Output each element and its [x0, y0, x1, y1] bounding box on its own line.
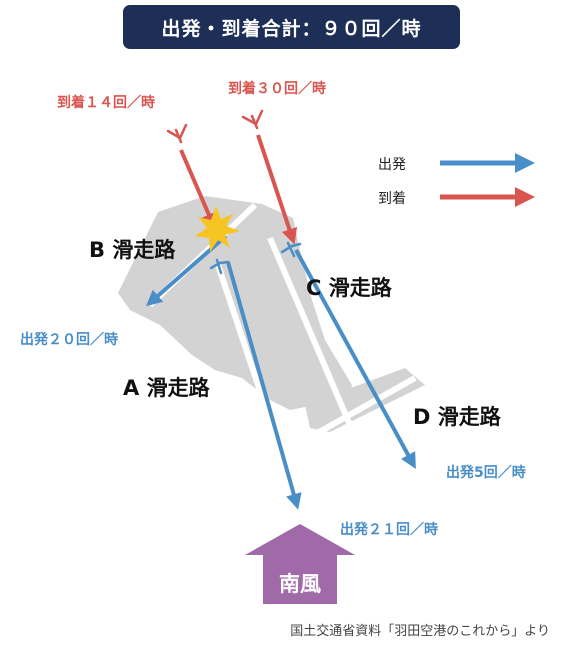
runway-d-strip — [303, 375, 417, 443]
conflict-burst — [195, 206, 240, 252]
south-wind-label: 南風 — [279, 572, 321, 596]
departure-label-a: 出発２１回／時 — [340, 522, 438, 538]
arrival-label-b: 到着１４回／時 — [57, 95, 155, 111]
runway-d-label: D 滑走路 — [413, 405, 501, 429]
runway-c-label: C 滑走路 — [306, 276, 392, 300]
source-caption: 国土交通省資料「羽田空港のこれから」より — [290, 624, 550, 639]
departure-arrow-b — [145, 234, 228, 307]
legend-arrival-label: 到着 — [378, 191, 406, 207]
arrival-plane-icon — [166, 123, 188, 144]
departure-plane-icon — [280, 241, 302, 258]
runway-a-strip — [215, 264, 281, 446]
departure-plane-icon — [209, 258, 230, 275]
airport-land — [118, 196, 352, 410]
departure-label-c: 出発5回／時 — [446, 465, 526, 481]
runway-a-label: A 滑走路 — [123, 376, 210, 400]
arrival-plane-icon — [241, 109, 264, 130]
south-wind-arrow — [245, 524, 355, 604]
runway-c-strip — [267, 236, 353, 427]
departure-arrow-a — [226, 261, 302, 510]
title-banner: 出発・到着合計：９０回／時 — [123, 5, 460, 49]
departure-label-b: 出発２０回／時 — [20, 332, 118, 348]
title-text: 出発・到着合計：９０回／時 — [161, 17, 422, 40]
runway-b-label: B 滑走路 — [89, 238, 176, 262]
arrival-arrow-b — [179, 149, 217, 230]
legend-departure-label: 出発 — [378, 157, 406, 173]
arrival-label-c: 到着３０回／時 — [228, 81, 326, 97]
arrival-arrow-c — [256, 134, 298, 245]
airport-extension — [305, 368, 425, 432]
departure-arrow-c — [294, 249, 416, 470]
